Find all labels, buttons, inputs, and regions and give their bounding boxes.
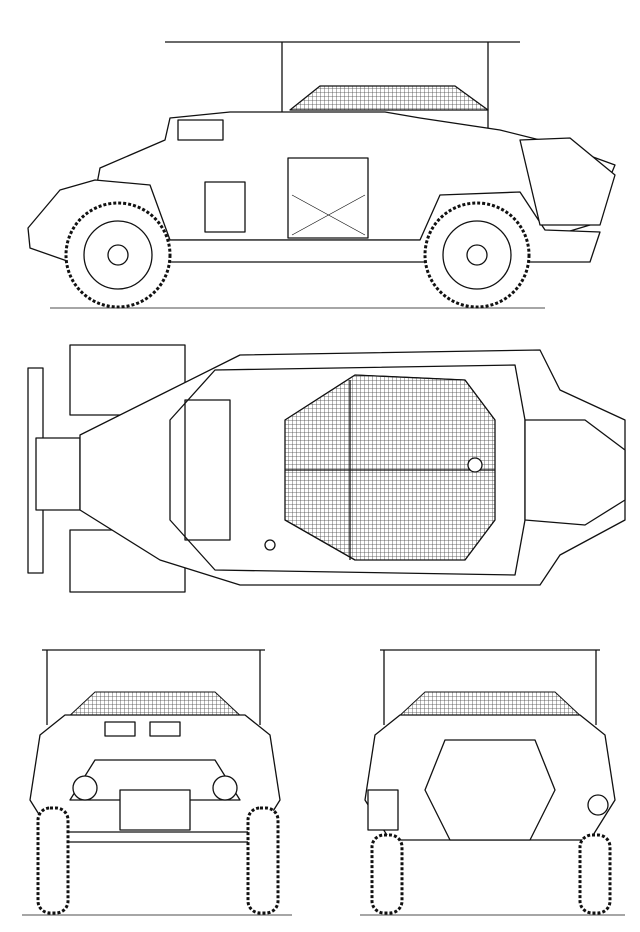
headlight-left (72, 775, 98, 801)
side-hatch (204, 181, 246, 233)
rear-right-tire (578, 833, 612, 915)
headlight-right (212, 775, 238, 801)
front-bumper-bar (44, 831, 266, 843)
turret-mesh-top (284, 374, 496, 561)
rear-door-panel (424, 739, 556, 841)
front-port-right (149, 721, 181, 737)
front-port-left (104, 721, 136, 737)
front-right-tire (246, 806, 280, 915)
rear-door (519, 137, 616, 226)
driver-hatch (184, 399, 231, 541)
turret-mesh (289, 85, 489, 111)
front-left-tire (36, 806, 70, 915)
front-plate (35, 437, 81, 511)
side-view (27, 41, 616, 309)
stowage-box (287, 157, 369, 239)
rear-view (360, 649, 625, 916)
front-view (22, 649, 292, 916)
rear-left-tire (370, 833, 404, 915)
top-view (27, 344, 626, 593)
vision-port (177, 119, 224, 141)
rear-deck (524, 419, 626, 526)
rear-light (587, 794, 609, 816)
